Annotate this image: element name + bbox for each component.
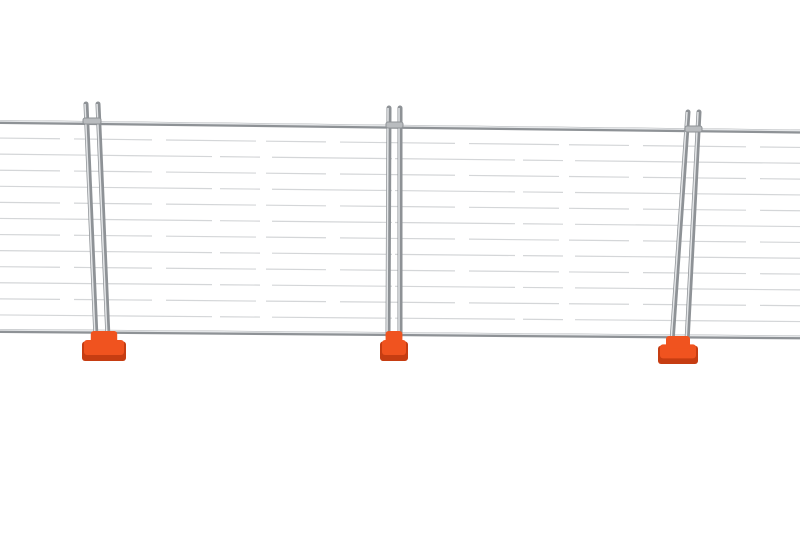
mesh-wire	[91, 154, 396, 160]
mesh-wire	[394, 237, 687, 242]
foot-top	[90, 331, 118, 345]
mesh-wire	[394, 269, 687, 274]
mesh-layer	[0, 137, 800, 323]
post-clamp	[684, 125, 703, 133]
mesh-wire	[685, 240, 800, 244]
mesh-wire	[394, 205, 687, 211]
mesh-wire	[91, 186, 396, 192]
mesh-wire	[394, 158, 687, 163]
foot-top	[385, 331, 403, 345]
mesh-wire	[0, 185, 93, 188]
mesh-panel-1	[91, 138, 396, 319]
mesh-wire	[0, 217, 93, 220]
mesh-wire	[685, 193, 800, 196]
mesh-wire	[394, 285, 687, 290]
mesh-wire	[685, 256, 800, 259]
foot-layer	[82, 331, 698, 364]
mesh-wire	[0, 298, 93, 301]
post-tube-highlight	[96, 103, 108, 339]
post-tube-highlight	[84, 103, 96, 339]
mesh-wire	[91, 250, 396, 255]
mesh-wire	[91, 138, 396, 144]
mesh-panel-0	[0, 137, 93, 317]
mesh-wire	[0, 233, 93, 237]
mesh-wire	[91, 315, 396, 319]
mesh-wire	[394, 253, 687, 258]
mesh-wire	[685, 304, 800, 307]
post-tube	[684, 109, 702, 345]
mesh-wire	[0, 137, 93, 140]
post-clamp	[82, 117, 102, 125]
fence-foot-middle	[380, 331, 408, 361]
mesh-wire	[685, 161, 800, 164]
fence-foot-left	[82, 331, 126, 361]
post-layer	[82, 101, 703, 345]
mesh-wire	[394, 142, 687, 147]
mesh-wire	[685, 288, 800, 291]
mesh-wire	[685, 208, 800, 212]
post-clamp	[385, 121, 404, 129]
mesh-wire	[394, 189, 687, 195]
mesh-wire	[91, 202, 396, 208]
mesh-wire	[394, 174, 687, 179]
mesh-wire	[0, 250, 93, 253]
mesh-wire	[685, 177, 800, 180]
mesh-wire	[91, 170, 396, 176]
mesh-wire	[0, 282, 93, 285]
foot-top	[666, 336, 690, 349]
post-tube	[95, 101, 111, 341]
post-tube-highlight	[685, 111, 699, 343]
mesh-panel-2	[394, 142, 687, 322]
mesh-wire	[91, 299, 396, 303]
fence-post-right	[669, 109, 703, 345]
mesh-wire	[0, 201, 93, 204]
fence-post-middle	[385, 105, 404, 339]
mesh-wire	[91, 282, 396, 287]
mesh-wire	[685, 145, 800, 149]
fence-post-left	[82, 101, 111, 341]
mesh-wire	[685, 224, 800, 228]
post-tube-highlight	[386, 107, 389, 337]
mesh-wire	[685, 320, 800, 323]
mesh-wire	[91, 234, 396, 240]
mesh-wire	[0, 169, 93, 172]
mesh-wire	[394, 317, 687, 322]
post-tube	[83, 101, 99, 341]
post-tube	[669, 109, 691, 345]
mesh-wire	[394, 221, 687, 227]
post-tube-highlight	[670, 111, 688, 343]
fence-foot-right	[658, 336, 698, 364]
mesh-wire	[91, 218, 396, 224]
mesh-wire	[0, 314, 93, 317]
mesh-panel-3	[685, 145, 800, 323]
post-tube	[385, 105, 392, 339]
mesh-wire	[685, 272, 800, 275]
mesh-wire	[394, 301, 687, 306]
mesh-wire	[0, 153, 93, 156]
mesh-wire	[0, 266, 93, 269]
mesh-wire	[91, 266, 396, 271]
